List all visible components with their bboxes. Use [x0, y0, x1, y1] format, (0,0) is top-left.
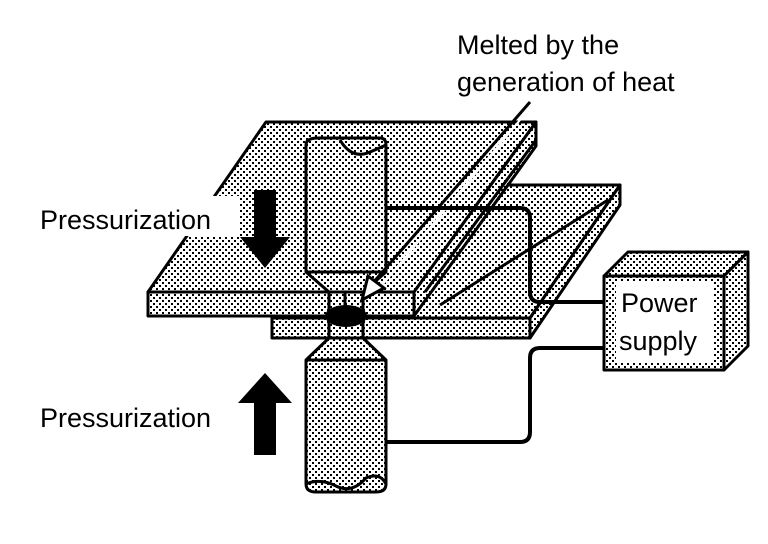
lower-electrode-break: [305, 474, 388, 491]
arrow-up-icon: [238, 373, 292, 455]
power-supply: Power supply: [602, 250, 750, 372]
arrow-down-icon: [240, 190, 290, 268]
lower-sheet-side: [528, 183, 622, 340]
pressurization-label-top: Pressurization: [40, 205, 211, 235]
annotation-pointer: [359, 101, 532, 303]
sheet-edge-line: [423, 139, 538, 293]
weld-nugget: [325, 305, 367, 327]
lower-sheet-front: [270, 316, 532, 340]
leader-highlight: [377, 107, 531, 291]
upper-sheet: [146, 120, 609, 318]
label-bg-top: [36, 196, 240, 236]
annotation-label-line1: Melted by the: [457, 30, 619, 60]
wire-lower: [386, 346, 604, 444]
lower-electrode-body: [304, 336, 388, 494]
lower-electrode: [304, 316, 388, 494]
upper-sheet-front: [146, 290, 416, 318]
power-supply-label-line1: Power: [621, 288, 698, 318]
wire-upper: [386, 206, 604, 304]
leader-arrowhead: [359, 273, 387, 303]
upper-electrode-body: [304, 136, 388, 294]
power-supply-label-bg: [616, 282, 714, 362]
sheet-edge-line-2: [439, 198, 609, 307]
pressurization-label-bottom: Pressurization: [40, 403, 211, 433]
upper-electrode-break: [338, 139, 387, 156]
annotation-label-line2: generation of heat: [457, 67, 675, 97]
power-supply-label-line2: supply: [619, 326, 698, 356]
leader-line: [370, 101, 532, 285]
